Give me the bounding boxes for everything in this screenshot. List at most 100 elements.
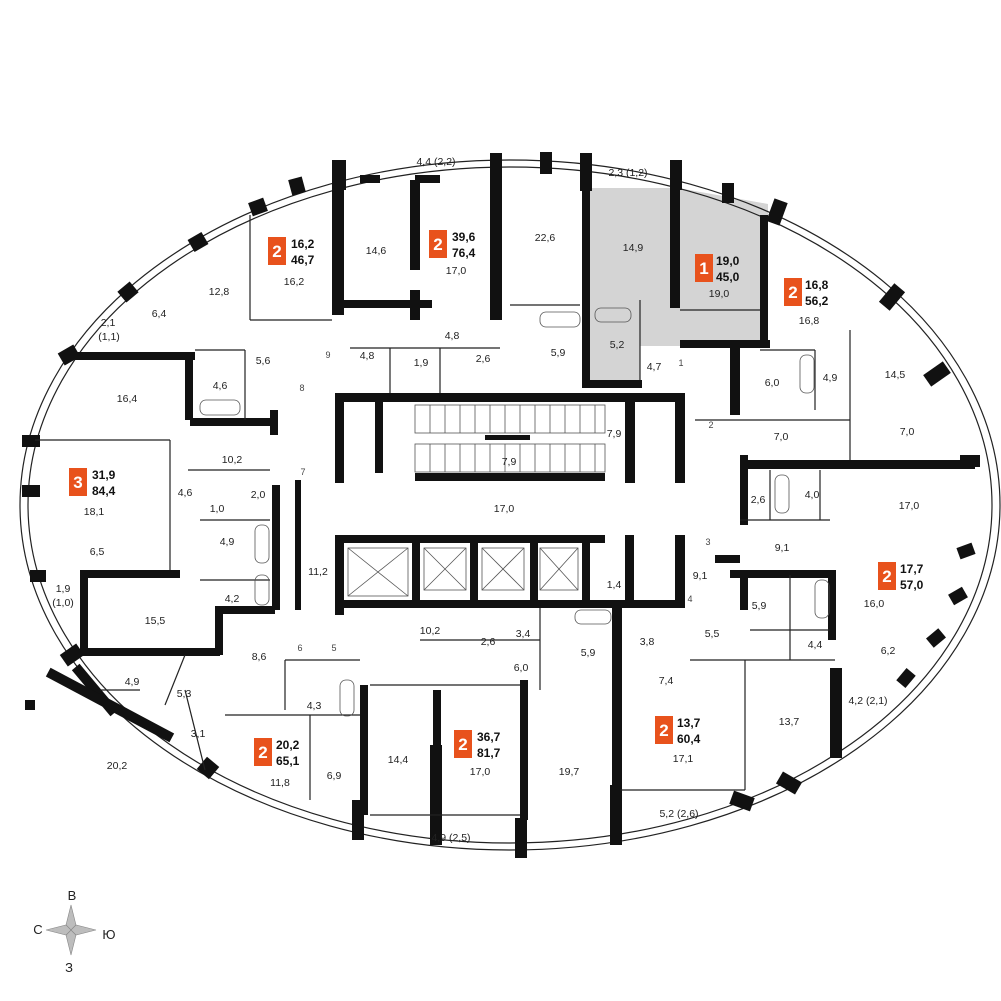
compass-west: С [33,922,42,937]
compass-south: З [65,960,73,975]
apartment-badge[interactable]: 2 39,6 76,4 [429,230,476,260]
partitions [35,215,851,816]
door-number: 9 [325,350,330,360]
svg-text:65,1: 65,1 [276,754,300,768]
room-label: 6,9 [327,770,342,782]
room-label: 4,6 [213,380,228,392]
room-label: 17,0 [899,500,920,512]
apartment-badge[interactable]: 1 19,0 45,0 [695,254,740,284]
room-label: 1,4 [607,579,622,591]
door-number: 2 [708,420,713,430]
room-label: 16,2 [284,276,305,288]
door-number: 8 [299,383,304,393]
svg-text:3: 3 [73,473,82,492]
compass-arrow-icon [45,924,72,936]
walls [25,175,975,820]
room-label: 17,0 [494,503,515,515]
room-label: 11,2 [308,566,328,578]
room-label: 5,2 [610,339,625,351]
room-label: 3,8 [640,636,655,648]
door-number: 4 [687,594,692,604]
room-label: 20,2 [107,760,128,772]
room-label: 15,5 [145,615,166,627]
room-label: (1,1) [98,331,120,343]
elevator-shafts [347,547,579,597]
room-labels: 4,4 (2,2) 2,3 (1,2) 14,6 22,6 14,9 16,2 … [52,156,919,844]
room-label: 18,1 [84,506,105,518]
room-label: 14,9 [623,242,644,254]
apartment-badge[interactable]: 2 13,7 60,4 [655,716,701,746]
room-label: 8,6 [252,651,267,663]
svg-text:56,2: 56,2 [805,294,829,308]
room-label: 9,1 [693,570,708,582]
room-label: 14,5 [885,369,906,381]
room-label: 4,0 [805,489,820,501]
svg-text:76,4: 76,4 [452,246,476,260]
room-label: (1,0) [52,597,74,609]
room-label: 10,2 [222,454,243,466]
room-label: 6,0 [765,377,780,389]
apartment-badge[interactable]: 3 31,9 84,4 [69,468,116,498]
svg-text:2: 2 [272,242,281,261]
room-label: 9,1 [775,542,790,554]
apartment-badge[interactable]: 2 36,7 81,7 [454,730,501,760]
room-label: 4,9 [823,372,838,384]
room-label: 4,7 [647,361,662,373]
svg-text:2: 2 [458,735,467,754]
apartment-badge[interactable]: 2 20,2 65,1 [254,738,300,768]
room-label: 4,2 (2,1) [848,695,887,707]
svg-text:36,7: 36,7 [477,730,501,744]
apartment-badge[interactable]: 2 17,7 57,0 [878,562,924,592]
svg-text:39,6: 39,6 [452,230,476,244]
room-label: 4,6 [178,487,193,499]
room-label: 2,6 [751,494,766,506]
room-label: 16,0 [864,598,885,610]
svg-text:16,2: 16,2 [291,237,315,251]
room-label: 7,4 [659,675,674,687]
room-label: 5,9 [551,347,566,359]
room-label: 4,9 (2,5) [431,832,470,844]
room-label: 19,7 [559,766,580,778]
door-number: 1 [678,358,683,368]
room-label: 17,0 [446,265,467,277]
svg-text:46,7: 46,7 [291,253,315,267]
room-label: 14,6 [366,245,387,257]
room-label: 5,2 (2,6) [659,808,698,820]
room-label: 13,7 [779,716,800,728]
compass-arrow-icon [70,924,97,936]
room-label: 4,2 [225,593,240,605]
compass-east: Ю [102,927,115,942]
svg-text:19,0: 19,0 [716,254,740,268]
stair-flight [414,404,606,473]
room-label: 4,8 [360,350,375,362]
svg-text:84,4: 84,4 [92,484,116,498]
inner-facade [27,166,993,844]
svg-text:20,2: 20,2 [276,738,300,752]
room-label: 1,9 [56,583,71,595]
svg-text:2: 2 [882,567,891,586]
room-label: 7,0 [900,426,915,438]
room-label: 7,0 [774,431,789,443]
room-label: 7,9 [607,428,622,440]
svg-text:16,8: 16,8 [805,278,829,292]
room-label: 5,5 [705,628,720,640]
room-label: 16,4 [117,393,138,405]
door-number: 6 [297,643,302,653]
room-label: 14,4 [388,754,409,766]
room-label: 2,6 [481,636,496,648]
room-label: 17,1 [673,753,694,765]
room-label: 4,4 [808,639,823,651]
room-label: 5,3 [177,688,192,700]
stair-rail [485,435,530,440]
svg-text:2: 2 [433,235,442,254]
room-label: 2,3 (1,2) [608,167,647,179]
door-number: 5 [331,643,336,653]
apartment-badge[interactable]: 2 16,2 46,7 [268,237,315,267]
room-label: 4,4 (2,2) [416,156,455,168]
room-label: 4,9 [220,536,235,548]
room-label: 3,4 [516,628,531,640]
apartment-badge[interactable]: 2 16,8 56,2 [784,278,829,308]
room-label: 11,8 [270,777,290,789]
svg-text:2: 2 [788,283,797,302]
